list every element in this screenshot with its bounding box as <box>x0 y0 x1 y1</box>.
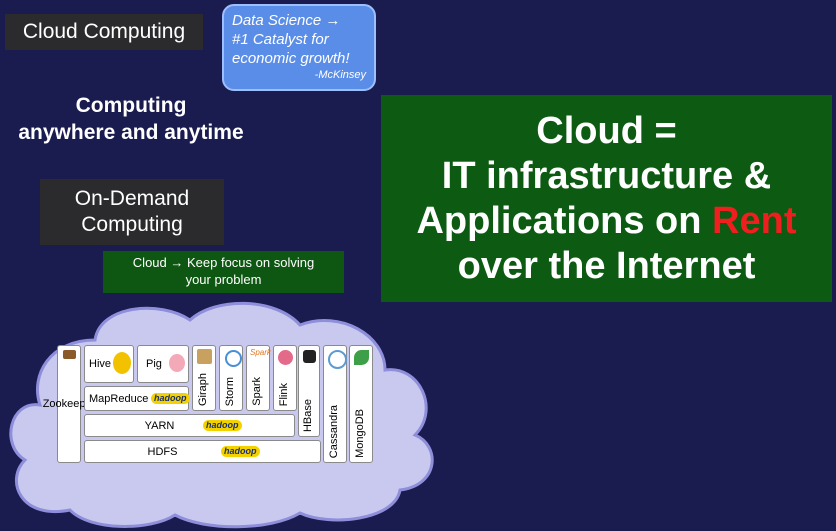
hdfs-hadoop-logo-icon: hadoop <box>221 446 260 457</box>
spark-label: Spark <box>251 377 263 406</box>
cassandra-label: Cassandra <box>328 404 340 458</box>
mongodb-label: MongoDB <box>354 409 366 458</box>
hbase-orca-icon <box>303 350 316 363</box>
pig-label: Pig <box>146 358 162 370</box>
hive-cell: Hive <box>84 345 134 383</box>
mapreduce-label: MapReduce <box>89 392 149 405</box>
spark-logo-icon: Spark <box>250 348 271 357</box>
anywhere-line-1: Computing <box>75 94 187 117</box>
anywhere-anytime-heading: Computing anywhere and anytime <box>0 92 262 146</box>
quote-author: -McKinsey <box>314 69 366 81</box>
mapreduce-cell: MapReduce hadoop <box>84 386 190 411</box>
flink-cell: Flink <box>273 345 297 411</box>
on-demand-line-1: On-Demand <box>74 186 190 210</box>
on-demand-computing-label: On-Demand Computing <box>40 179 224 245</box>
zookeeper-cell: Zookeeper <box>43 345 95 463</box>
flink-squirrel-icon <box>278 350 293 365</box>
mapreduce-hadoop-logo-icon: hadoop <box>151 393 190 404</box>
yarn-cell: YARN hadoop <box>84 414 295 437</box>
quote-line-3: economic growth! <box>232 50 350 67</box>
definition-line-1: Cloud = <box>536 109 677 152</box>
giraph-label: Giraph <box>197 372 209 406</box>
cloud-computing-label: Cloud Computing <box>5 14 203 50</box>
definition-line-3-prefix: Applications on <box>416 199 713 242</box>
hive-bee-icon <box>113 352 131 374</box>
focus-line-1: Cloud → Keep focus on solving <box>132 255 315 270</box>
definition-line-3: Applications on Rent <box>381 199 832 244</box>
giraph-cell: Giraph <box>192 345 216 411</box>
cloud-definition-box: Cloud = IT infrastructure & Applications… <box>381 95 832 302</box>
zookeeper-icon <box>63 350 76 359</box>
hdfs-cell: HDFS hadoop <box>84 440 321 463</box>
hbase-label: HBase <box>302 398 314 432</box>
flink-label: Flink <box>278 382 290 406</box>
hdfs-label: HDFS <box>147 445 178 458</box>
mongodb-leaf-icon <box>354 350 369 365</box>
yarn-label: YARN <box>144 419 175 432</box>
cassandra-eye-icon <box>328 350 347 369</box>
on-demand-line-2: Computing <box>81 213 183 236</box>
storm-cell: Storm <box>219 345 243 411</box>
zookeeper-label: Zookeeper <box>42 398 96 410</box>
storm-icon <box>225 350 242 367</box>
definition-line-2: IT infrastructure & <box>441 154 772 197</box>
mongodb-cell: MongoDB <box>349 345 373 463</box>
spark-cell: Spark Spark <box>246 345 271 411</box>
cloud-computing-text: Cloud Computing <box>22 19 186 43</box>
quote-line-2: #1 Catalyst for <box>232 31 329 48</box>
cassandra-cell: Cassandra <box>323 345 347 463</box>
pig-cell: Pig <box>137 345 189 383</box>
giraph-icon <box>197 349 212 364</box>
mckinsey-quote-callout: Data Science → #1 Catalyst for economic … <box>222 4 376 91</box>
pig-icon <box>169 354 185 372</box>
yarn-hadoop-logo-icon: hadoop <box>203 420 242 431</box>
definition-rent-word: Rent <box>712 199 797 242</box>
keep-focus-callout: Cloud → Keep focus on solving your probl… <box>103 251 344 293</box>
storm-label: Storm <box>224 376 236 406</box>
hbase-cell: HBase <box>298 345 320 437</box>
hive-label: Hive <box>89 358 112 370</box>
quote-line-1: Data Science → <box>232 12 341 29</box>
definition-line-4: over the Internet <box>457 244 756 287</box>
anywhere-line-2: anywhere and anytime <box>18 121 244 144</box>
focus-line-2: your problem <box>185 272 262 287</box>
